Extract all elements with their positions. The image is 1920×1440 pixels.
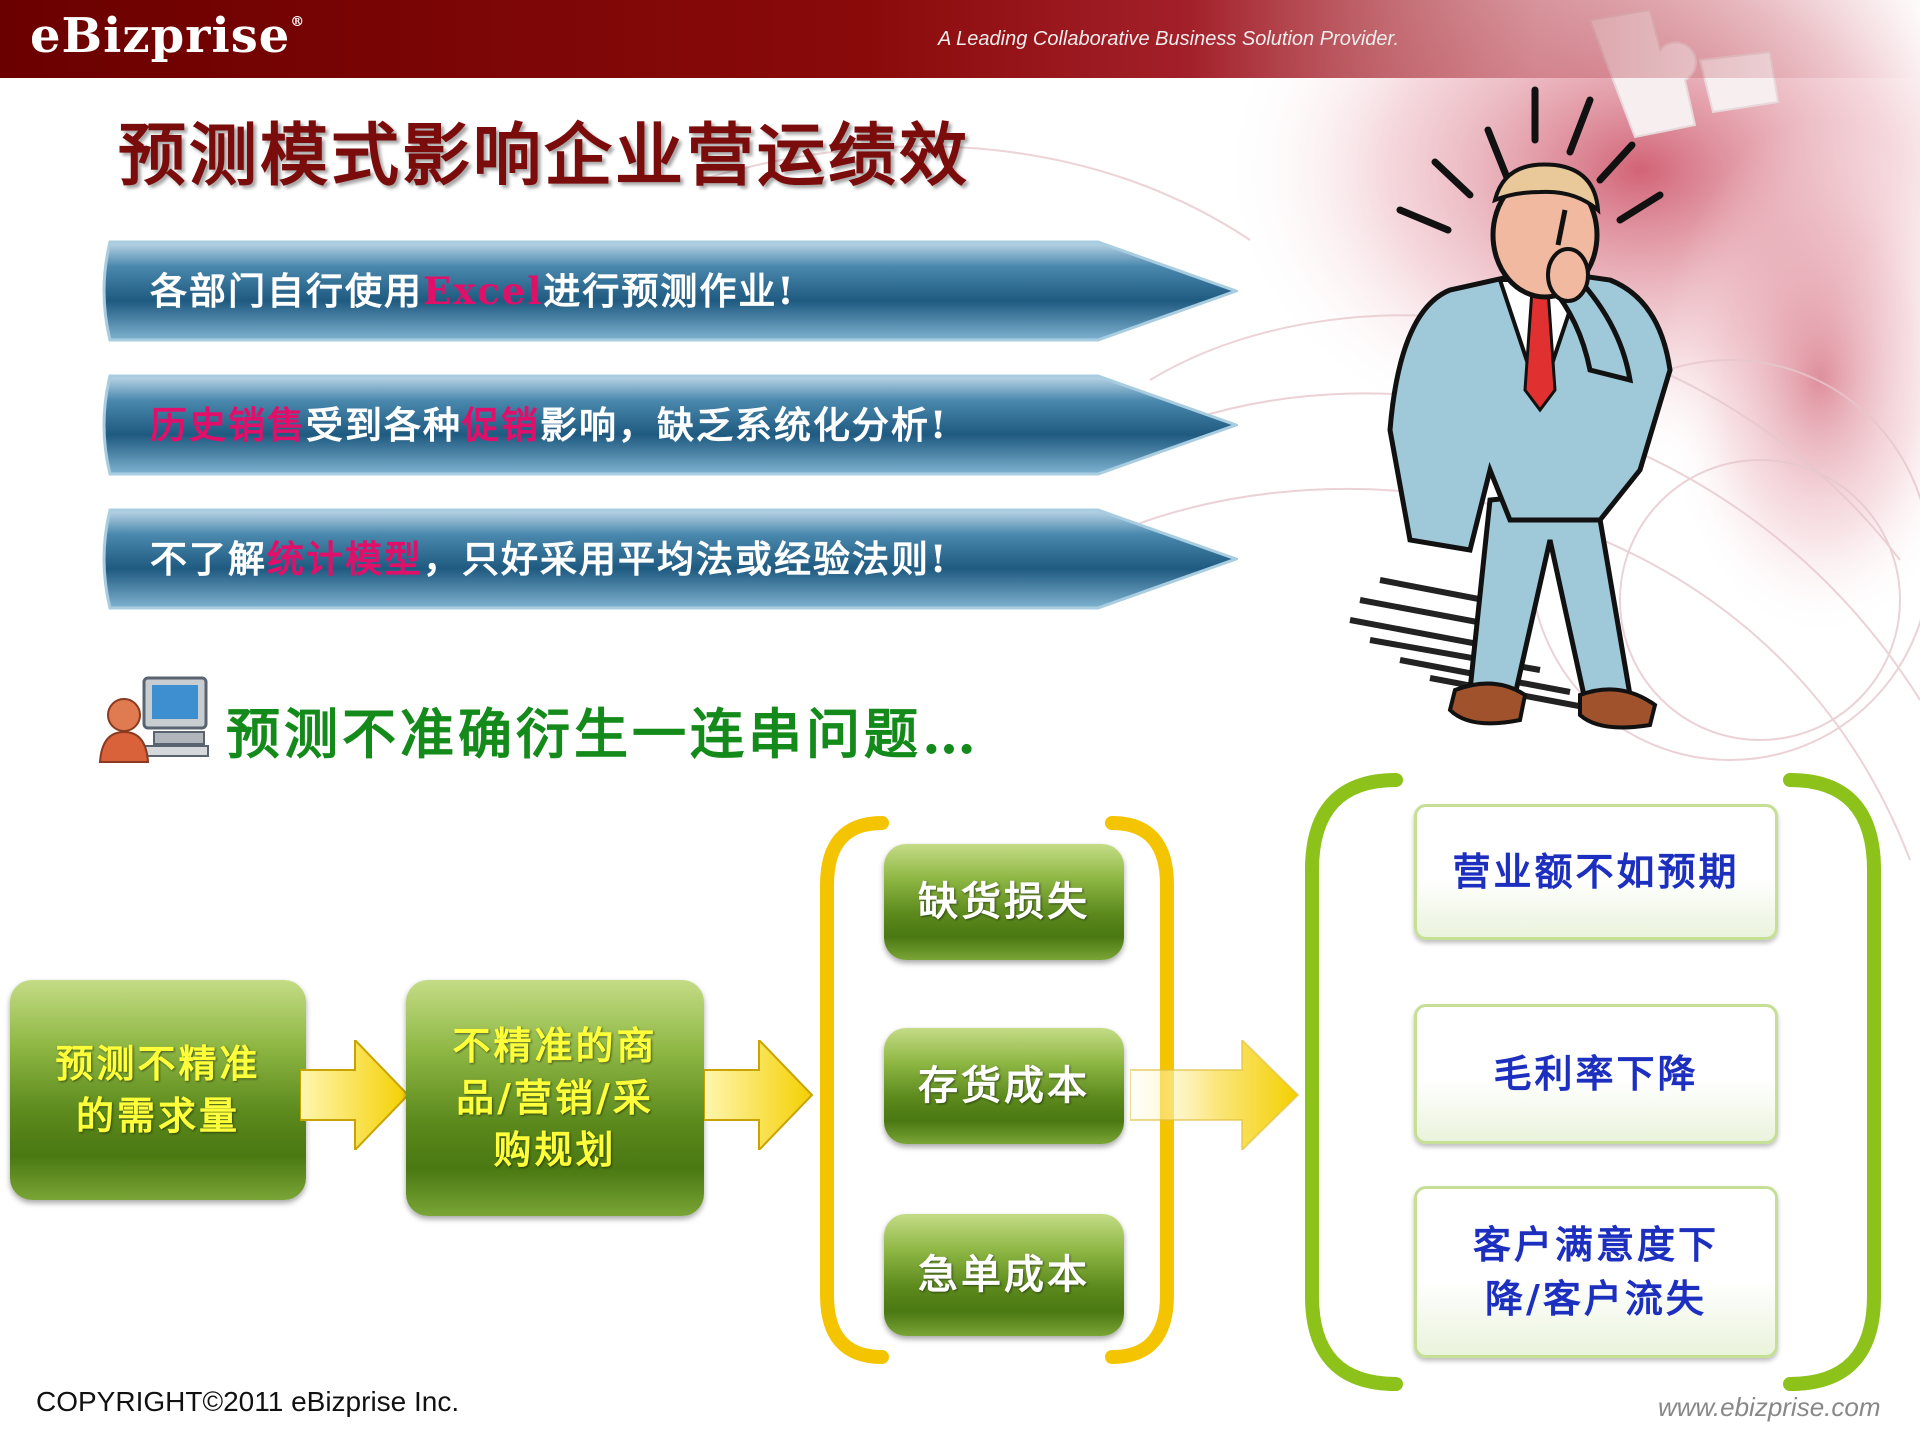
bullet-1-part-3: 进行预测作业!	[543, 269, 796, 313]
bullet-2-highlight-1: 历史销售	[150, 403, 306, 447]
arrow-shape-2	[102, 374, 1238, 476]
result-text-margin: 毛利率下降	[1493, 1051, 1699, 1096]
result-box-revenue: 营业额不如预期	[1414, 804, 1778, 940]
bullet-text-1: 各部门自行使用Excel进行预测作业!	[150, 236, 796, 346]
slide-title: 预测模式影响企业营运绩效	[118, 117, 971, 196]
flow-step-inaccurate-planning: 不精准的商品/营销/采购规划	[406, 980, 704, 1216]
bullet-arrow-2: 历史销售受到各种促销影响，缺乏系统化分析!	[98, 370, 1238, 480]
logo-text: eBizprise	[30, 8, 291, 64]
bullet-3-highlight: 统计模型	[267, 537, 423, 581]
arrow-shape-1	[102, 240, 1238, 342]
result-text-satisfaction: 客户满意度下降/客户流失	[1472, 1222, 1719, 1321]
thinking-man-illustration	[1349, 86, 1673, 730]
cost-box-rush-order: 急单成本	[884, 1214, 1124, 1336]
cost-box-inventory: 存货成本	[884, 1028, 1124, 1144]
bullet-2-part-2: 受到各种	[306, 403, 462, 447]
result-text-revenue: 营业额不如预期	[1452, 849, 1740, 894]
bullet-3-part-1: 不了解	[150, 537, 267, 581]
registered-mark: ®	[290, 14, 306, 30]
flow-step-inaccurate-demand: 预测不精准的需求量	[10, 980, 306, 1200]
copyright-text: COPYRIGHT©2011 eBizprise Inc.	[36, 1386, 460, 1417]
bullet-1-part-1: 各部门自行使用	[150, 269, 423, 313]
result-box-margin: 毛利率下降	[1414, 1004, 1778, 1144]
cost-box-stockout: 缺货损失	[884, 844, 1124, 960]
bullet-2-highlight-2: 促销	[462, 403, 540, 447]
cost-text-stockout: 缺货损失	[918, 878, 1090, 925]
flow-step-1-text: 预测不精准的需求量	[55, 1041, 261, 1138]
tagline: A Leading Collaborative Business Solutio…	[938, 28, 1400, 50]
flow-arrow-2	[704, 1040, 814, 1150]
result-box-satisfaction: 客户满意度下降/客户流失	[1414, 1186, 1778, 1358]
flow-arrow-3	[1130, 1040, 1300, 1150]
bullet-arrow-3: 不了解统计模型，只好采用平均法或经验法则!	[98, 504, 1238, 614]
problem-heading: 预测不准确衍生一连串问题…	[96, 670, 1096, 770]
flow-arrow-1	[300, 1040, 410, 1150]
user-computer-icon	[98, 676, 209, 763]
cost-text-rush-order: 急单成本	[918, 1251, 1090, 1298]
bullet-arrow-1: 各部门自行使用Excel进行预测作业!	[98, 236, 1238, 346]
website-url: www.ebizprise.com	[1658, 1392, 1881, 1422]
bullet-2-part-4: 影响，缺乏系统化分析!	[540, 403, 949, 447]
header-bar: eBizprise® A Leading Collaborative Busin…	[0, 0, 1920, 78]
flow-step-2-text: 不精准的商品/营销/采购规划	[452, 1023, 658, 1172]
bullet-text-3: 不了解统计模型，只好采用平均法或经验法则!	[150, 504, 948, 614]
bullet-1-highlight: Excel	[423, 269, 544, 313]
result-bracket	[1305, 773, 1881, 1391]
bullet-3-part-3: ，只好采用平均法或经验法则!	[423, 537, 949, 581]
arrow-shape-3	[102, 508, 1238, 610]
bullet-text-2: 历史销售受到各种促销影响，缺乏系统化分析!	[150, 370, 948, 480]
company-logo: eBizprise®	[30, 8, 305, 64]
problem-text: 预测不准确衍生一连串问题…	[226, 702, 980, 766]
cost-text-inventory: 存货成本	[918, 1062, 1090, 1109]
